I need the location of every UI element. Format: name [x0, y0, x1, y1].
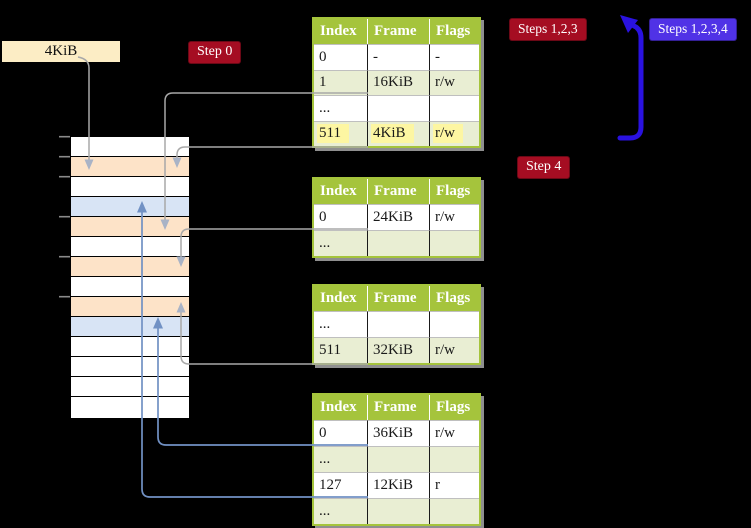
memory-frame-row: [71, 217, 189, 237]
table-row: ...: [314, 498, 479, 524]
header-cell-index: Index: [314, 286, 368, 311]
table-cell: 24KiB: [368, 204, 430, 230]
table-row: 0 24KiB r/w: [314, 204, 479, 230]
table-row: 127 12KiB r: [314, 472, 479, 498]
table-cell: [430, 230, 479, 256]
table-row: ...: [314, 95, 479, 121]
table-cell: [430, 446, 479, 472]
table-row: ...: [314, 446, 479, 472]
table-cell: 511: [314, 337, 368, 363]
table-header-row: Index Frame Flags: [314, 286, 479, 311]
header-cell-index: Index: [314, 19, 368, 44]
table-cell: 36KiB: [368, 420, 430, 446]
table-cell: 16KiB: [368, 69, 430, 95]
page-table-2: Index Frame Flags ... 511 32KiB r/w: [312, 284, 481, 365]
header-cell-flags: Flags: [430, 179, 479, 204]
table-row: 511 32KiB r/w: [314, 337, 479, 363]
table-cell: 1: [314, 69, 368, 95]
memory-frame-row: [71, 397, 189, 417]
table-cell: [430, 95, 479, 121]
header-cell-frame: Frame: [368, 395, 430, 420]
table-cell: r/w: [430, 204, 479, 230]
table-cell: [368, 446, 430, 472]
table-cell: 12KiB: [368, 472, 430, 498]
table-row-highlighted: 511 4KiB r/w: [314, 120, 479, 146]
header-cell-index: Index: [314, 395, 368, 420]
table-cell: 511: [314, 120, 368, 146]
memory-frame-row: [71, 377, 189, 397]
memory-frame-row: [71, 157, 189, 177]
memory-frame-row: [71, 357, 189, 377]
table-row: 0 - -: [314, 44, 479, 70]
header-cell-flags: Flags: [430, 395, 479, 420]
address-tick-marks: [59, 135, 70, 298]
steps-loop-arrow: [617, 15, 644, 141]
memory-frame-row: [71, 257, 189, 277]
memory-frame-row: [71, 317, 189, 337]
table-cell: [368, 498, 430, 524]
table-row: 1 16KiB r/w: [314, 69, 479, 95]
table-cell: ...: [314, 230, 368, 256]
table-header-row: Index Frame Flags: [314, 19, 479, 44]
memory-frame-row: [71, 337, 189, 357]
table-cell: 0: [314, 204, 368, 230]
table-cell: 4KiB: [368, 120, 430, 146]
memory-frame-row: [71, 177, 189, 197]
table-cell: ...: [314, 311, 368, 337]
step0-badge: Step 0: [188, 41, 242, 64]
table-cell: -: [430, 44, 479, 70]
table-cell: r/w: [430, 337, 479, 363]
table-cell: ...: [314, 446, 368, 472]
header-cell-frame: Frame: [368, 286, 430, 311]
table-cell: [430, 311, 479, 337]
table-cell: ...: [314, 498, 368, 524]
header-cell-flags: Flags: [430, 286, 479, 311]
step4-badge: Step 4: [517, 156, 571, 179]
header-cell-frame: Frame: [368, 19, 430, 44]
steps1234-badge: Steps 1,2,3,4: [649, 18, 737, 41]
table-cell: r: [430, 472, 479, 498]
table-header-row: Index Frame Flags: [314, 395, 479, 420]
steps123-badge: Steps 1,2,3: [509, 18, 587, 41]
table-header-row: Index Frame Flags: [314, 179, 479, 204]
memory-frame-row: [71, 137, 189, 157]
page-table-0: Index Frame Flags 0 - - 1 16KiB r/w ... …: [312, 17, 481, 148]
header-cell-frame: Frame: [368, 179, 430, 204]
table-cell: 0: [314, 44, 368, 70]
memory-frame-row: [71, 277, 189, 297]
table-cell: 32KiB: [368, 337, 430, 363]
header-cell-flags: Flags: [430, 19, 479, 44]
physical-memory-column: [70, 136, 190, 419]
table-cell: [368, 230, 430, 256]
page-table-3: Index Frame Flags 0 36KiB r/w ... 127 12…: [312, 393, 481, 526]
table-cell: [368, 311, 430, 337]
page-table-1: Index Frame Flags 0 24KiB r/w ...: [312, 177, 481, 258]
table1-entry511-arrow: [172, 146, 368, 168]
table-row: 0 36KiB r/w: [314, 420, 479, 446]
table-cell: ...: [314, 95, 368, 121]
header-cell-index: Index: [314, 179, 368, 204]
table-cell: r/w: [430, 120, 479, 146]
frame-size-label: 4KiB: [2, 41, 120, 62]
table-cell: r/w: [430, 69, 479, 95]
table-cell: [368, 95, 430, 121]
table-cell: [430, 498, 479, 524]
table-row: ...: [314, 230, 479, 256]
memory-frame-row: [71, 237, 189, 257]
table-cell: r/w: [430, 420, 479, 446]
table-cell: 0: [314, 420, 368, 446]
table-row: ...: [314, 311, 479, 337]
table-cell: -: [368, 44, 430, 70]
table-cell: 127: [314, 472, 368, 498]
memory-frame-row: [71, 197, 189, 217]
memory-frame-row: [71, 297, 189, 317]
